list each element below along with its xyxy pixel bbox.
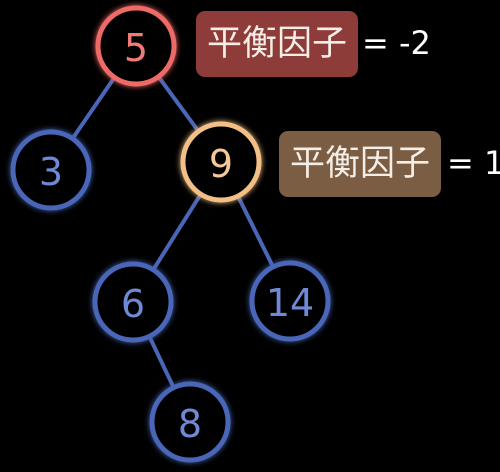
tree-node-circle [92,261,174,343]
tree-node-circle [95,5,177,87]
tree-node-label: 8 [178,402,202,446]
tree-node-5: 5 [95,5,177,87]
tree-node-label: 14 [266,281,314,325]
edge-n5-n3 [70,75,117,141]
edge-n6-n8 [147,334,176,390]
balance-factor-tag-root: 平衡因子 [196,11,358,77]
tree-nodes: 5 3 9 6 14 8 [10,5,331,463]
tree-node-6: 6 [92,261,174,343]
tree-node-label: 5 [124,26,148,70]
edge-n9-n6 [151,192,203,272]
balance-factor-value-root: = -2 [362,24,431,62]
balance-factor-value-child: = 1 [447,144,500,182]
tree-node-8: 8 [149,381,231,463]
tree-node-9: 9 [180,121,262,203]
tree-node-label: 6 [121,282,145,326]
tree-node-3: 3 [10,129,92,211]
tree-node-circle [10,129,92,211]
tree-node-label: 9 [209,142,233,186]
tree-node-circle [149,381,231,463]
tree-node-14: 14 [249,260,331,342]
edge-n9-n14 [235,194,276,269]
tree-node-circle [180,121,262,203]
balance-factor-tag-child: 平衡因子 [279,131,441,197]
tree-node-label: 3 [39,150,63,194]
edge-n5-n9 [156,74,201,134]
tree-edges [70,74,276,390]
tree-node-circle [249,260,331,342]
